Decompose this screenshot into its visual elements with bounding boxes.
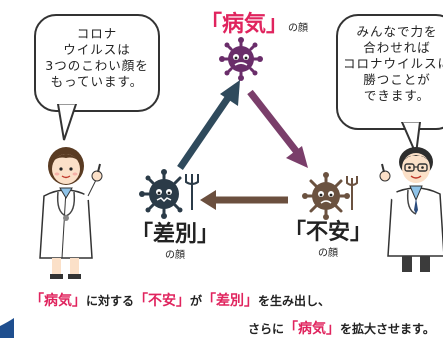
virus-discrimination-icon [139, 169, 199, 219]
caption-line1-part1: 「病気」 [30, 293, 86, 309]
caption-line-2: さらに「病気」を拡大させます。 [248, 318, 435, 338]
right-bubble-tail [400, 122, 422, 158]
caption-line1-part4: が [190, 294, 203, 308]
top-face-suffix: の顔 [288, 23, 309, 34]
right-face-name: 「不安」 [283, 220, 372, 245]
top-face-label: 「病気」の顔 [200, 6, 308, 38]
virus-illness-icon [219, 37, 263, 81]
left-speech-bubble: コロナ ウイルスは 3つのこわい顔を もっています。 [34, 14, 160, 112]
caption-line1-part3: 「不安」 [134, 293, 191, 309]
virus-anxiety-icon [302, 172, 358, 220]
right-bubble-line-1: みんなで力を [356, 24, 438, 39]
corner-decoration [0, 318, 14, 338]
right-bubble-line-3: コロナウイルスに [342, 56, 443, 71]
left-bubble-line-3: 3つのこわい顔を [45, 58, 149, 73]
right-speech-bubble: みんなで力を 合わせれば コロナウイルスに 勝つことが できます。 [336, 14, 443, 130]
caption-line-1: 「病気」に対する「不安」が「差別」を生み出し、 [30, 290, 330, 310]
right-bubble-line-4: 勝つことが [363, 72, 431, 87]
left-bubble-tail [56, 104, 78, 141]
female-doctor-illustration [39, 147, 103, 279]
caption-line2-part1: さらに [248, 322, 285, 336]
caption-line1-part6: を生み出し、 [258, 294, 331, 308]
right-bubble-line-2: 合わせれば [363, 40, 431, 55]
left-face-name: 「差別」 [130, 222, 219, 247]
left-face-suffix: の顔 [165, 250, 185, 261]
left-bubble-line-1: コロナ [76, 26, 118, 41]
caption-line1-part2: に対する [86, 294, 135, 308]
arrow-illness-to-anxiety [247, 89, 308, 168]
right-face-suffix: の顔 [318, 248, 338, 259]
arrow-anxiety-to-discrimination [200, 190, 288, 210]
caption-line2-part2: 「病気」 [284, 321, 341, 337]
right-bubble-line-5: できます。 [363, 88, 431, 103]
top-face-name: 「病気」 [200, 12, 289, 37]
caption-line2-part3: を拡大させます。 [340, 322, 435, 336]
left-face-label: 「差別」 の顔 [120, 216, 230, 261]
right-face-label: 「不安」 の顔 [278, 214, 378, 259]
left-bubble-line-4: もっています。 [50, 74, 144, 89]
arrow-discrimination-to-illness [177, 80, 240, 170]
left-bubble-line-2: ウイルスは [63, 42, 131, 57]
male-doctor-illustration [379, 147, 443, 272]
caption-line1-part5: 「差別」 [202, 293, 259, 309]
